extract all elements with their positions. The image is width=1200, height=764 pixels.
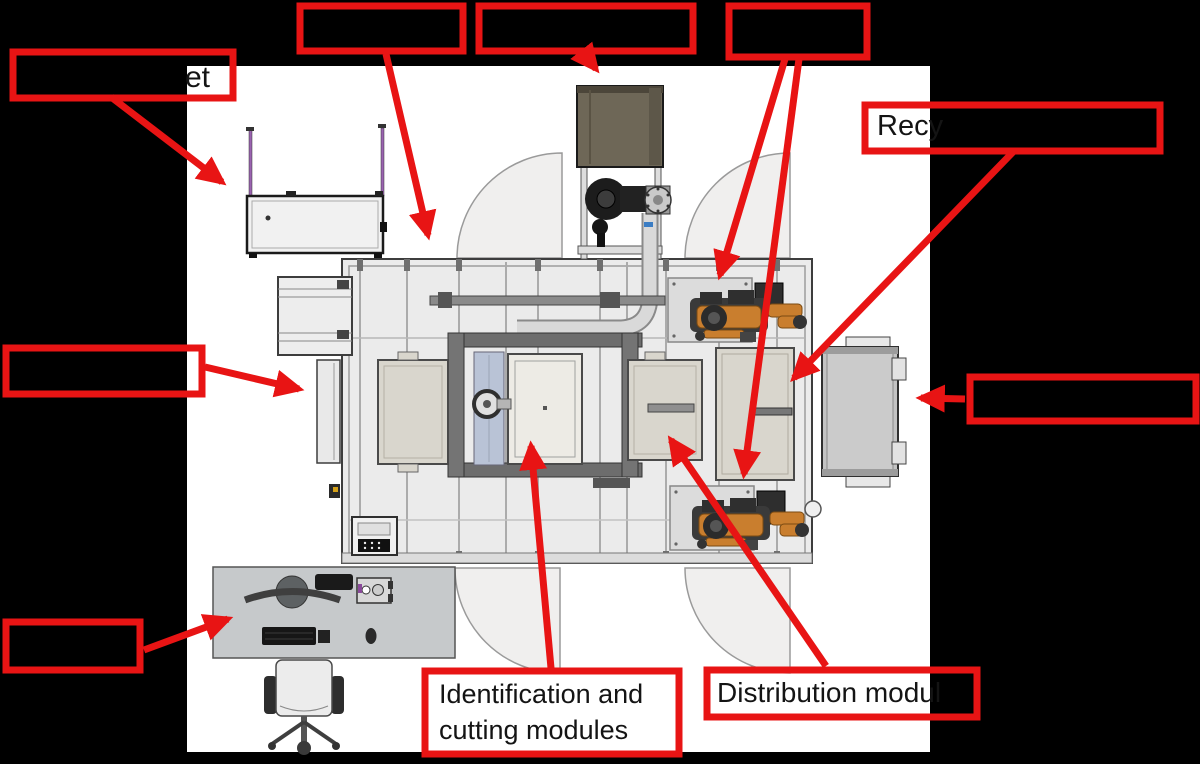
callout-dust-extractor: [475, 2, 697, 55]
dust-extractor: [517, 85, 672, 337]
callout-arrows: [108, 41, 1016, 669]
left-door-panel: [316, 359, 341, 464]
left-top-attachment: [277, 276, 353, 356]
arrow-robot-top: [713, 57, 789, 281]
callout-desk: [2, 618, 144, 674]
distribution-label: Distribution modul: [717, 677, 942, 708]
callout-distribution: [703, 666, 981, 721]
arrow-left-module: [204, 363, 305, 398]
identification-label-line2: cutting modules: [439, 715, 629, 745]
identification-label: Identification and cutting modules: [439, 676, 643, 748]
arrow-machine-frame: [382, 53, 437, 241]
callout-left-module: [2, 344, 206, 398]
speaker-bar: [315, 574, 353, 590]
recycling-label-fragment: Recy: [877, 110, 944, 142]
callout-identification: [421, 667, 683, 758]
callout-robots: [725, 2, 871, 61]
callout-machine-frame: [296, 2, 467, 55]
right-edge-port: [804, 500, 822, 518]
callout-recycling: [861, 101, 1164, 155]
identification-label-line1: Identification and: [439, 679, 644, 709]
arrow-recycling: [790, 149, 1016, 383]
arrow-robot-bottom: [733, 58, 803, 480]
control-keypad: [351, 516, 398, 556]
arrow-identification: [519, 440, 555, 669]
keyboard: [262, 627, 316, 645]
curved-monitor: [243, 588, 342, 604]
operator-desk: [212, 566, 456, 659]
callout-right-module: [966, 373, 1200, 425]
arrow-desk: [142, 614, 234, 654]
operator-chair: [264, 659, 344, 755]
left-module: [377, 359, 449, 465]
arrow-right-module: [915, 384, 966, 413]
electrical-cabinet: [245, 124, 387, 258]
arrow-distribution: [667, 435, 829, 668]
mouse: [365, 628, 377, 644]
arrow-electrical-cabinet: [108, 94, 227, 186]
callout-electrical-cabinet: [9, 48, 237, 102]
arrow-dust-extractor: [570, 41, 600, 74]
electrical-cabinet-label-fragment: et: [185, 61, 211, 94]
vacuum-box: [576, 85, 664, 168]
right-cart: [821, 336, 907, 488]
